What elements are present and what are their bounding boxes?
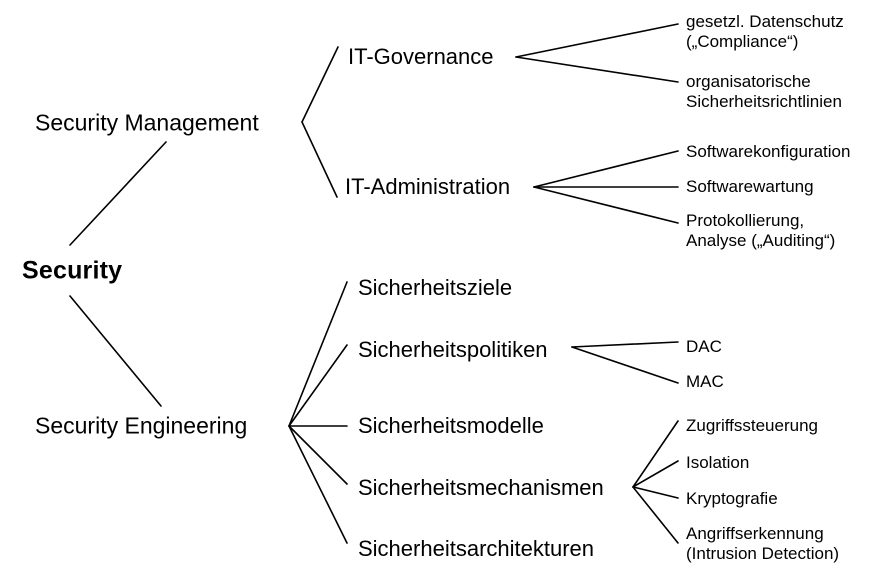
leaf-text-line: MAC — [686, 371, 724, 391]
sicherheitsmechanismen-to-angriffserkennung-edge — [632, 486, 679, 544]
sicherheitsmechanismen-to-kryptografie-edge — [632, 486, 679, 499]
sicherheitspolitiken-to-dac-edge — [571, 341, 679, 348]
leaf-text-line: Softwarekonfiguration — [686, 141, 851, 161]
leaf-text-line: Kryptografie — [686, 488, 778, 508]
security-management-to-it-governance-edge — [301, 46, 339, 123]
sicherheitsmechanismen-to-isolation-edge — [632, 460, 679, 488]
leaf-text-line: gesetzl. Datenschutz — [686, 11, 844, 31]
node-leaf-protokollierung-analyse-auditing: Protokollierung,Analyse („Auditing“) — [686, 211, 835, 251]
node-leaf-mac: MAC — [686, 372, 724, 392]
leaf-text-line: Protokollierung, — [686, 210, 805, 230]
node-leaf-softwarewartung: Softwarewartung — [686, 177, 814, 197]
leaf-text-line: Sicherheitsrichtlinien — [686, 92, 842, 112]
node-leaf-gesetzl-datenschutz-compliance: gesetzl. Datenschutz(„Compliance“) — [686, 12, 844, 52]
security-engineering-to-sicherheitsziele-edge — [288, 281, 348, 427]
security-engineering-to-sicherheitsmechanismen-edge — [288, 425, 348, 485]
node-branch-security-engineering: Security Engineering — [35, 412, 248, 439]
leaf-text-line: Isolation — [686, 452, 750, 472]
node-category-it-governance: IT-Governance — [348, 44, 494, 70]
leaf-text-line: Analyse („Auditing“) — [686, 231, 836, 251]
leaf-text-line: Softwarewartung — [686, 176, 814, 196]
security-to-security-engineering-edge — [69, 295, 162, 407]
node-category-sicherheitsmechanismen: Sicherheitsmechanismen — [358, 475, 604, 501]
node-category-sicherheitspolitiken: Sicherheitspolitiken — [358, 337, 548, 363]
leaf-text-line: („Compliance“) — [686, 32, 799, 52]
leaf-text-line: Angriffserkennung — [686, 523, 824, 543]
leaf-text-line: DAC — [686, 336, 722, 356]
node-root-security: Security — [22, 256, 123, 285]
node-leaf-isolation: Isolation — [686, 453, 749, 473]
node-category-sicherheitsziele: Sicherheitsziele — [358, 275, 513, 301]
security-management-to-it-administration-edge — [301, 121, 338, 198]
it-administration-to-softwarekonfiguration-edge — [533, 150, 679, 188]
node-leaf-dac: DAC — [686, 337, 722, 357]
node-leaf-kryptografie: Kryptografie — [686, 489, 778, 509]
node-leaf-zugriffssteuerung: Zugriffssteuerung — [686, 416, 818, 436]
leaf-text-line: Zugriffssteuerung — [686, 415, 818, 435]
security-engineering-to-sicherheitsarchitekturen-edge — [288, 425, 348, 544]
sicherheitspolitiken-to-mac-edge — [571, 346, 679, 384]
node-category-it-administration: IT-Administration — [345, 174, 511, 200]
leaf-text-line: (Intrusion Detection) — [686, 544, 840, 564]
it-administration-to-protokollierung-edge — [533, 186, 679, 224]
node-branch-security-management: Security Management — [35, 109, 259, 136]
leaf-text-line: organisatorische — [686, 71, 811, 91]
node-leaf-angriffserkennung-intrusion-detection: Angriffserkennung(Intrusion Detection) — [686, 524, 839, 564]
security-to-security-management-edge — [69, 141, 167, 246]
node-category-sicherheitsmodelle: Sicherheitsmodelle — [358, 413, 544, 439]
node-category-sicherheitsarchitekturen: Sicherheitsarchitekturen — [358, 536, 595, 562]
it-governance-to-compliance-edge — [515, 23, 679, 58]
sicherheitsmechanismen-to-zugriffssteuerung-edge — [632, 420, 679, 488]
security-engineering-to-sicherheitspolitiken-edge — [288, 344, 348, 427]
node-leaf-softwarekonfiguration: Softwarekonfiguration — [686, 142, 850, 162]
it-governance-to-sicherheitsrichtlinien-edge — [515, 56, 679, 83]
